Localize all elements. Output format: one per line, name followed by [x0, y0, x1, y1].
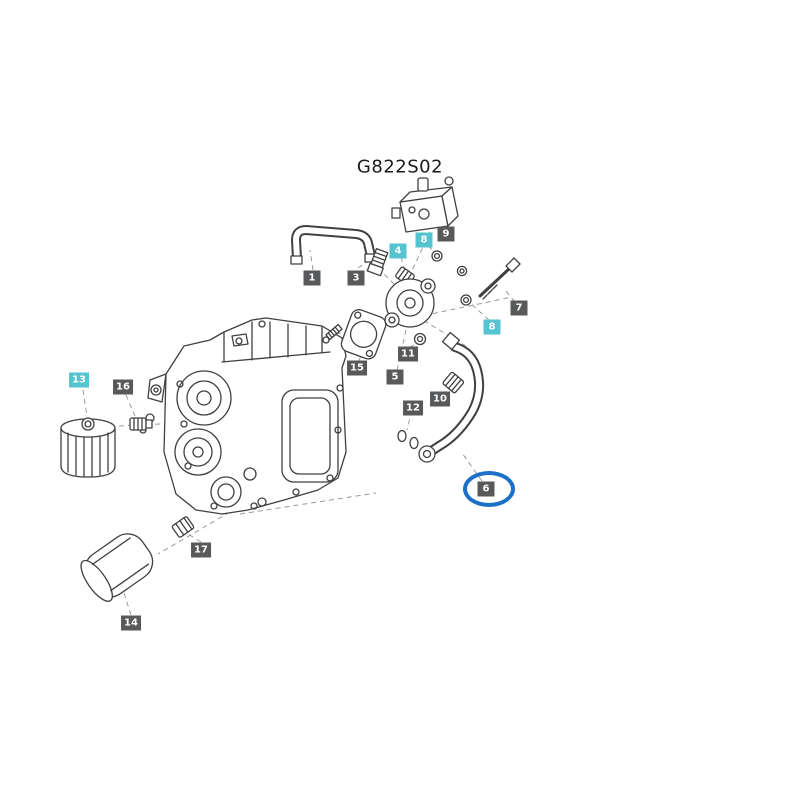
part-label-15-8[interactable]: 15: [347, 360, 367, 376]
suction-filter-drawing: [80, 533, 154, 602]
part-label-17-15[interactable]: 17: [191, 542, 211, 558]
part-label-10-10[interactable]: 10: [430, 391, 450, 407]
part-label-7-5[interactable]: 7: [510, 300, 528, 316]
part-label-16-14[interactable]: 16: [113, 379, 133, 395]
filter-fitting-17-drawing: [171, 516, 195, 538]
filter-fitting-16-drawing: [129, 417, 153, 431]
stud-drawing: [325, 323, 343, 341]
part-label-11-7[interactable]: 11: [398, 346, 418, 362]
hose-fitting-3-drawing: [366, 248, 389, 277]
valve-block-drawing: [391, 176, 459, 233]
part-label-3-1[interactable]: 3: [347, 270, 365, 286]
part-label-4-2[interactable]: 4: [389, 243, 407, 259]
pump-drawing: [384, 278, 436, 346]
part-label-1-0[interactable]: 1: [303, 270, 321, 286]
bolt-7-drawing: [478, 257, 521, 300]
part-label-14-16[interactable]: 14: [121, 615, 141, 631]
o-rings-drawing: [397, 429, 419, 450]
part-label-8-6[interactable]: 8: [483, 319, 501, 335]
part-label-9-4[interactable]: 9: [437, 226, 455, 242]
gasket-drawing: [340, 309, 387, 360]
lower-hose-drawing: [418, 331, 485, 463]
washers-drawing: [431, 250, 472, 306]
part-label-8-3[interactable]: 8: [415, 232, 433, 248]
gearbox-housing-drawing: [139, 317, 347, 515]
part-label-5-9[interactable]: 5: [386, 369, 404, 385]
part-label-12-11[interactable]: 12: [403, 400, 423, 416]
diagram-code-title: G822S02: [356, 156, 444, 178]
part-label-6-12[interactable]: 6: [477, 481, 495, 497]
part-label-13-13[interactable]: 13: [69, 372, 89, 388]
oil-filter-drawing: [60, 417, 116, 478]
fitting-10-drawing: [442, 371, 465, 394]
